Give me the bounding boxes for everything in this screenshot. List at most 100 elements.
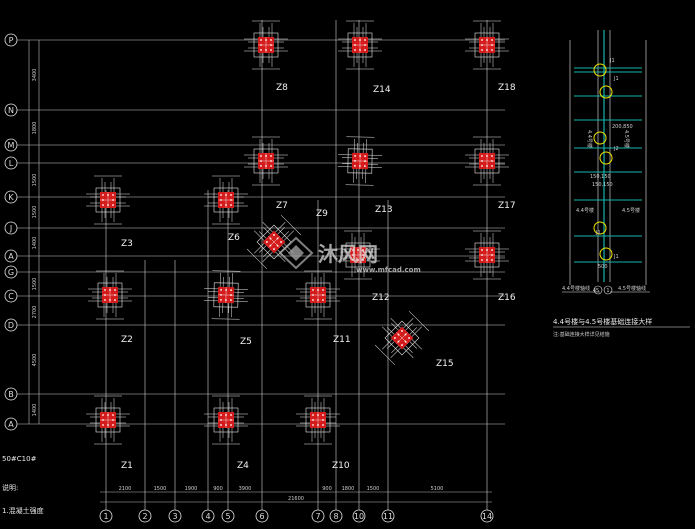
row-dimension-texts: 3400 1800 1500 1500 1400 1500 2700 4500 … [32, 69, 38, 417]
svg-text:J1: J1 [609, 58, 615, 64]
svg-text:1400: 1400 [32, 404, 38, 417]
column-axis-lines [105, 20, 488, 510]
svg-text:4500: 4500 [32, 354, 38, 367]
column-footing [246, 214, 302, 270]
column-footing [296, 395, 340, 445]
bottom-notes: 50#C10# 说明: 1.混凝土强度 [2, 455, 44, 515]
svg-text:3900: 3900 [239, 486, 252, 492]
column-footing [465, 20, 509, 70]
svg-text:5100: 5100 [431, 486, 444, 492]
column-axis-label: 1 [103, 512, 108, 521]
column-axis-label: 6 [259, 512, 264, 521]
column-label: Z2 [121, 335, 133, 345]
column-axis-label: 2 [142, 512, 147, 521]
column-label: Z7 [276, 201, 288, 211]
svg-text:2700: 2700 [32, 306, 38, 319]
svg-text:4.5号楼: 4.5号楼 [623, 130, 630, 148]
svg-text:1.混凝土强度: 1.混凝土强度 [2, 506, 44, 515]
row-axis-lines [17, 39, 505, 425]
svg-text:45: 45 [593, 288, 599, 294]
svg-text:4.5号楼: 4.5号楼 [622, 207, 640, 214]
watermark-url: www.mfcad.com [356, 266, 421, 274]
svg-text:1: 1 [606, 288, 609, 294]
watermark: 沐风网 www.mfcad.com [278, 236, 421, 274]
column-label: Z10 [332, 461, 350, 471]
column-axis-label: 10 [354, 512, 364, 521]
column-footing [338, 20, 382, 70]
svg-text:4.5号楼轴线: 4.5号楼轴线 [618, 285, 646, 292]
column-axis-label: 8 [333, 512, 338, 521]
column-dimension-chain [100, 491, 492, 503]
row-axis-label: B [8, 390, 14, 399]
column-label: Z1 [121, 461, 133, 471]
svg-text:1500: 1500 [367, 486, 380, 492]
svg-text:1500: 1500 [32, 278, 38, 291]
svg-text:900: 900 [213, 486, 223, 492]
column-footing [337, 136, 383, 186]
column-label: Z8 [276, 83, 288, 93]
connection-detail: J1 J1 J2 200,850 150,150 150,150 4.4号楼 4… [553, 30, 690, 338]
row-axis-label: A [8, 420, 14, 429]
column-footing [244, 20, 288, 70]
column-footings [86, 20, 509, 445]
column-footing [204, 395, 248, 445]
svg-text:500: 500 [598, 264, 608, 270]
column-label: Z17 [498, 201, 516, 211]
column-label: Z11 [333, 335, 351, 345]
row-axis-label: M [8, 141, 15, 150]
column-label: Z12 [372, 293, 390, 303]
column-label: Z14 [373, 85, 391, 95]
column-label: Z4 [237, 461, 249, 471]
watermark-logo-icon [278, 236, 314, 270]
svg-text:1800: 1800 [32, 122, 38, 135]
svg-text:J2: J2 [613, 146, 619, 152]
svg-text:J1: J1 [613, 254, 619, 260]
svg-text:J1: J1 [595, 230, 601, 236]
column-axis-numbers: 1 2 3 4 5 6 7 8 10 11 14 [103, 512, 492, 521]
detail-title: 4.4号楼与4.5号楼基础连接大样 [553, 317, 652, 326]
column-axis-label: 5 [225, 512, 230, 521]
row-dimension-chain [28, 40, 40, 424]
column-label: Z3 [121, 239, 133, 249]
column-footing [465, 230, 509, 280]
svg-text:说明:: 说明: [2, 483, 18, 492]
watermark-brand: 沐风网 [318, 242, 378, 266]
column-label: Z15 [436, 359, 454, 369]
svg-text:1400: 1400 [32, 237, 38, 250]
row-axis-letters: P N M L K J A G C D B A [8, 36, 15, 429]
column-footing [465, 136, 509, 186]
row-axis-label: P [9, 36, 14, 45]
row-axis-label: A [8, 252, 14, 261]
svg-text:4.4号楼: 4.4号楼 [576, 207, 594, 214]
column-axis-label: 11 [383, 512, 393, 521]
svg-text:900: 900 [322, 486, 332, 492]
column-dimension-texts: 2100 1500 1900 900 3900 900 1800 1500 51… [119, 486, 444, 502]
column-footing [244, 136, 288, 186]
column-footing [296, 270, 340, 320]
svg-text:1900: 1900 [185, 486, 198, 492]
svg-text:1500: 1500 [32, 206, 38, 219]
column-footing [88, 270, 132, 320]
column-label: Z13 [375, 205, 393, 215]
column-label: Z6 [228, 233, 240, 243]
column-label: Z5 [240, 337, 252, 347]
column-axis-label: 3 [172, 512, 177, 521]
column-label: Z16 [498, 293, 516, 303]
column-footing [86, 175, 130, 225]
svg-text:1500: 1500 [32, 174, 38, 187]
svg-text:3400: 3400 [32, 69, 38, 82]
svg-text:4.4号楼: 4.4号楼 [586, 130, 593, 148]
svg-text:50#C10#: 50#C10# [2, 455, 37, 463]
column-footing [336, 230, 380, 280]
column-axis-label: 4 [205, 512, 210, 521]
svg-text:1800: 1800 [342, 486, 355, 492]
svg-text:150,150: 150,150 [592, 182, 613, 188]
column-labels: Z8 Z14 Z18 Z7 Z13 Z17 Z3 Z6 Z9 Z16 Z2 Z5… [121, 83, 516, 471]
svg-text:1500: 1500 [154, 486, 167, 492]
svg-text:150,150: 150,150 [590, 174, 611, 180]
column-footing [86, 395, 130, 445]
column-axis-bubbles [99, 509, 494, 523]
row-axis-label: N [8, 106, 14, 115]
column-footing [374, 310, 430, 366]
